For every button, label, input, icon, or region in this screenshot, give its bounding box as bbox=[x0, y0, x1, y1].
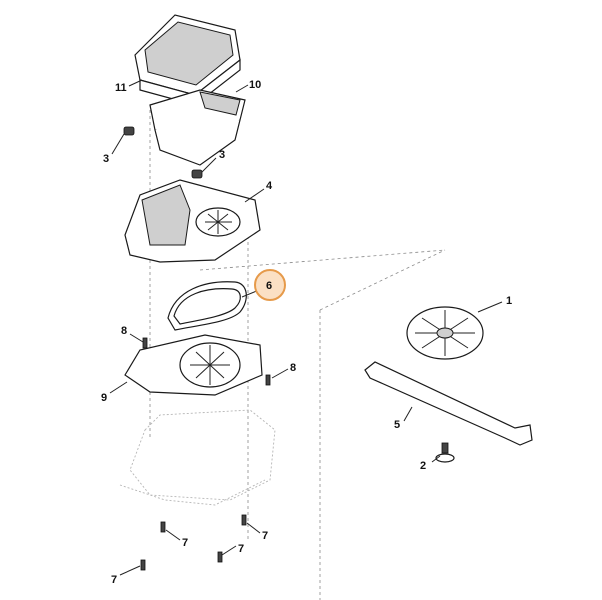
callout-9: 9 bbox=[101, 392, 107, 404]
part-7-screw-c bbox=[140, 559, 146, 571]
callout-3-lower: 3 bbox=[219, 149, 225, 161]
part-3-clip-lower bbox=[191, 169, 203, 179]
callout-3-upper: 3 bbox=[103, 153, 109, 165]
part-10-housing bbox=[149, 89, 246, 166]
part-2-bolt bbox=[435, 442, 455, 463]
callout-6: 6 bbox=[266, 280, 272, 292]
part-7-screw-d bbox=[217, 551, 223, 563]
callout-4: 4 bbox=[266, 180, 273, 192]
part-1-fan bbox=[406, 306, 484, 360]
part-7-screw-b bbox=[241, 514, 247, 526]
callout-8-right: 8 bbox=[290, 362, 296, 374]
callout-10: 10 bbox=[249, 79, 261, 91]
part-3-clip-upper bbox=[123, 126, 135, 136]
callout-labels: 1 2 3 3 4 5 6 7 7 7 7 8 8 9 10 11 bbox=[101, 79, 512, 586]
callout-7-c: 7 bbox=[111, 574, 117, 586]
part-8-screw-right bbox=[265, 374, 271, 386]
part-11-cover bbox=[134, 14, 241, 106]
assembly-guides bbox=[149, 110, 446, 600]
leader-lines bbox=[109, 79, 503, 576]
part-8-screw-left bbox=[142, 337, 148, 349]
part-6-belt bbox=[167, 281, 247, 331]
callout-11: 11 bbox=[115, 82, 127, 94]
callout-7-d: 7 bbox=[238, 543, 244, 555]
part-4-motor-assembly bbox=[124, 179, 261, 263]
part-5-blade bbox=[364, 361, 533, 446]
chassis-outline bbox=[119, 409, 276, 506]
callout-2: 2 bbox=[420, 460, 426, 472]
part-7-screw-a bbox=[160, 521, 166, 533]
part-9-base-plate bbox=[124, 334, 263, 396]
callout-5: 5 bbox=[394, 419, 400, 431]
callout-1: 1 bbox=[506, 295, 512, 307]
callout-8-left: 8 bbox=[121, 325, 127, 337]
part-6-highlight bbox=[254, 269, 286, 301]
callout-7-b: 7 bbox=[262, 530, 268, 542]
callout-7-a: 7 bbox=[182, 537, 188, 549]
